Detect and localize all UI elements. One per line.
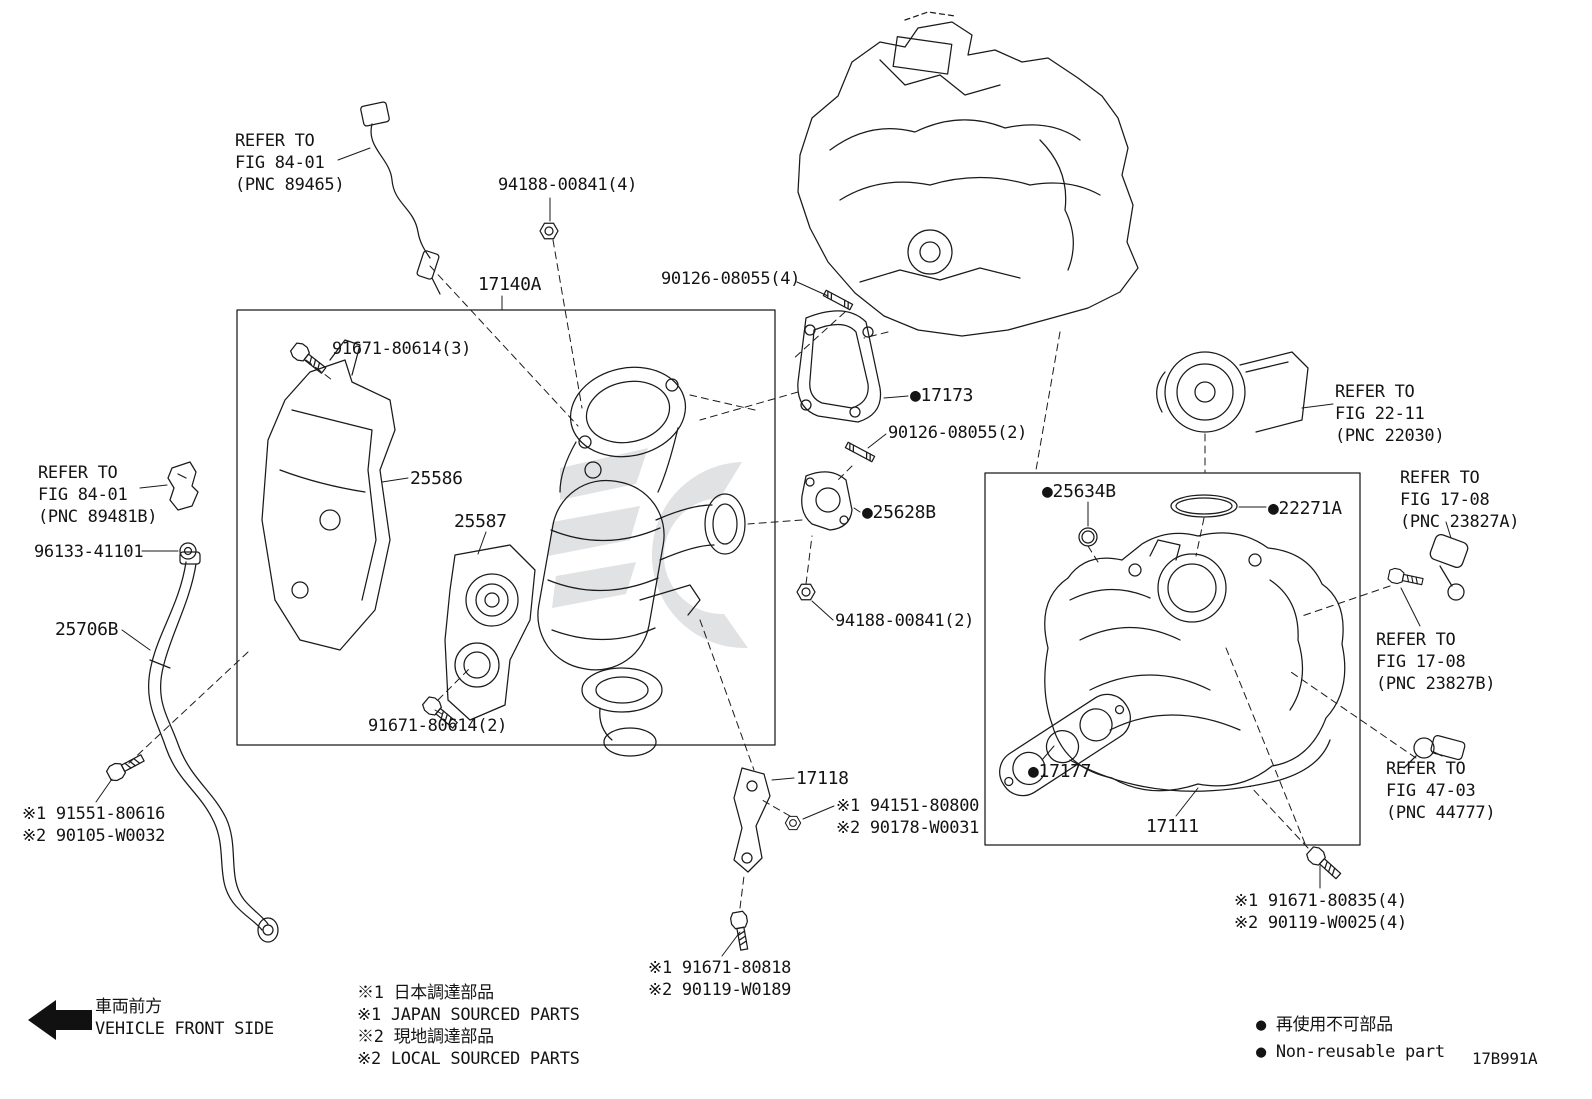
- o-ring-22271A: [1170, 494, 1238, 518]
- legend-non-reusable: ● 再使用不可部品 ● Non-reusable part: [1256, 1012, 1445, 1066]
- callout-line: FIG 17-08: [1376, 652, 1466, 672]
- callout-line: ※1 91671-80835(4): [1234, 891, 1407, 911]
- watermark-logo: [548, 448, 748, 649]
- callout-22271A: ●22271A: [1268, 498, 1342, 519]
- callout-line: ※1 91551-80616: [22, 804, 166, 824]
- callout-refer-fig84-01-pnc89481B: REFER TO FIG 84-01 (PNC 89481B): [38, 462, 158, 528]
- projection-lines: [127, 239, 1417, 909]
- legend-front-side: 車両前方 VEHICLE FRONT SIDE: [95, 996, 274, 1040]
- callout-refer-fig17-08-a: REFER TO FIG 17-08 (PNC 23827A): [1400, 467, 1520, 533]
- sensor-44777: [1403, 734, 1466, 769]
- callout-line: REFER TO: [1386, 759, 1466, 779]
- callout-refer-fig84-01-pnc89465: REFER TO FIG 84-01 (PNC 89465): [235, 130, 345, 196]
- legend-front-jp: 車両前方: [95, 997, 162, 1017]
- callout-25587: 25587: [454, 511, 507, 532]
- gasket-25628B: [801, 471, 853, 531]
- callout-line: FIG 22-11: [1335, 404, 1425, 424]
- callout-line: (PNC 23827B): [1376, 674, 1496, 694]
- callout-96133-41101: 96133-41101: [34, 542, 144, 562]
- callout-line: REFER TO: [1400, 468, 1480, 488]
- callout-line: ※2 90119-W0189: [648, 980, 792, 1000]
- leader-lines: [95, 147, 1452, 957]
- callout-94188-00841-4: 94188-00841(4): [498, 175, 638, 195]
- gasket-17177: [999, 693, 1131, 797]
- callout-25586: 25586: [410, 468, 463, 489]
- callout-line: ※2 90105-W0032: [22, 826, 166, 846]
- callout-refer-fig17-08-b: REFER TO FIG 17-08 (PNC 23827B): [1376, 629, 1496, 695]
- callout-17118: 17118: [796, 768, 849, 789]
- callout-90126-08055-4: 90126-08055(4): [661, 269, 801, 289]
- callout-25628B: ●25628B: [862, 502, 936, 523]
- callout-line: (PNC 44777): [1386, 803, 1496, 823]
- callout-refer-fig22-11: REFER TO FIG 22-11 (PNC 22030): [1335, 381, 1445, 447]
- callout-line: REFER TO: [1335, 382, 1415, 402]
- callout-90126-08055-2: 90126-08055(2): [888, 423, 1028, 443]
- callout-line: FIG 47-03: [1386, 781, 1476, 801]
- callout-17173: ●17173: [910, 385, 974, 406]
- bracket-17118: [733, 767, 771, 873]
- callout-25634B: ●25634B: [1042, 481, 1116, 502]
- gasket-17173: [797, 310, 882, 423]
- callout-line: ※1 91671-80818: [648, 958, 792, 978]
- catalytic-converter: [537, 366, 746, 757]
- callout-line: (PNC 89481B): [38, 507, 158, 527]
- callout-91671-80614-3: 91671-80614(3): [332, 339, 472, 359]
- callout-94188-00841-2: 94188-00841(2): [835, 611, 975, 631]
- o-ring-25634B: [1078, 527, 1098, 547]
- intake-manifold: [1044, 532, 1346, 792]
- drawing-id: 17B991A: [1472, 1049, 1538, 1068]
- callout-line: FIG 84-01: [235, 153, 325, 173]
- callout-91551-80616: ※1 91551-80616 ※2 90105-W0032: [22, 803, 165, 847]
- callout-line: ※2 90178-W0031: [836, 818, 980, 838]
- engine-outline: [797, 11, 1139, 337]
- callout-17140A: 17140A: [478, 274, 542, 295]
- heat-shield-25587: [444, 544, 536, 721]
- callout-94151-80800: ※1 94151-80800 ※2 90178-W0031: [836, 795, 979, 839]
- legend-sourced-parts: ※1 日本調達部品 ※1 JAPAN SOURCED PARTS ※2 現地調達…: [357, 982, 580, 1070]
- callout-line: FIG 17-08: [1400, 490, 1490, 510]
- callout-25706B: 25706B: [55, 619, 119, 640]
- sensor-clip: [167, 461, 199, 511]
- callout-17177: ●17177: [1028, 761, 1092, 782]
- legend-front-en: VEHICLE FRONT SIDE: [95, 1019, 274, 1039]
- legend-line: ※2 LOCAL SOURCED PARTS: [357, 1049, 580, 1069]
- callout-line: (PNC 89465): [235, 175, 345, 195]
- callout-line: REFER TO: [1376, 630, 1456, 650]
- legend-line: ● 再使用不可部品: [1256, 1015, 1393, 1035]
- legend-line: ※1 日本調達部品: [357, 983, 494, 1003]
- oxygen-sensor: [360, 101, 441, 295]
- callout-line: REFER TO: [38, 463, 118, 483]
- converter-assembly-box: [236, 309, 776, 746]
- callout-91671-80818: ※1 91671-80818 ※2 90119-W0189: [648, 957, 791, 1001]
- intake-assembly-box: [984, 472, 1361, 846]
- front-direction-arrow: [28, 1000, 92, 1040]
- callout-line: (PNC 22030): [1335, 426, 1445, 446]
- legend-line: ● Non-reusable part: [1256, 1042, 1445, 1062]
- vacuum-hose-25706B: [148, 551, 279, 943]
- callout-line: FIG 84-01: [38, 485, 128, 505]
- callout-91671-80835: ※1 91671-80835(4) ※2 90119-W0025(4): [1234, 890, 1407, 934]
- legend-line: ※2 現地調達部品: [357, 1027, 494, 1047]
- callout-line: (PNC 23827A): [1400, 512, 1520, 532]
- throttle-body: [1156, 351, 1309, 433]
- heat-shield-25586: [261, 339, 396, 651]
- callout-refer-fig47-03: REFER TO FIG 47-03 (PNC 44777): [1386, 758, 1496, 824]
- callout-line: REFER TO: [235, 131, 315, 151]
- callout-line: ※2 90119-W0025(4): [1234, 913, 1407, 933]
- legend-line: ※1 JAPAN SOURCED PARTS: [357, 1005, 580, 1025]
- grommet-96133: [179, 542, 197, 560]
- sensor-23827A: [1429, 534, 1469, 601]
- callout-91671-80614-2: 91671-80614(2): [368, 716, 508, 736]
- callout-17111: 17111: [1146, 816, 1199, 837]
- callout-line: ※1 94151-80800: [836, 796, 980, 816]
